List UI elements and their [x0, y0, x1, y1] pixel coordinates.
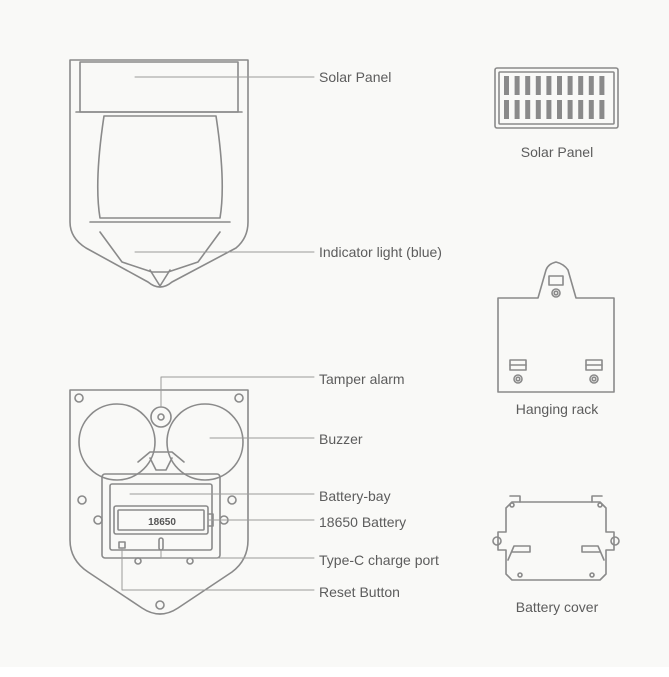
solar-cell [514, 76, 520, 95]
solar-cell [557, 76, 562, 95]
solar-cell [588, 76, 594, 95]
solar-cell [504, 100, 509, 119]
label-reset-button: Reset Button [319, 584, 400, 600]
solar-cell [567, 76, 573, 95]
solar-cell [578, 76, 584, 95]
label-battery-bay: Battery-bay [319, 488, 391, 504]
solar-cell [588, 100, 594, 119]
solar-cell [525, 100, 531, 119]
cover-latch-right [581, 545, 605, 561]
solar-panel-detail [494, 67, 619, 129]
solar-cell [535, 100, 541, 119]
solar-cell [599, 100, 605, 119]
reset-button [118, 541, 126, 549]
cover-latch-left [507, 545, 531, 561]
caption-hanging-rack: Hanging rack [515, 401, 599, 417]
label-18650-battery: 18650 Battery [319, 514, 407, 530]
tamper-switch [150, 406, 172, 428]
leader-lines [121, 76, 315, 591]
typec-port [158, 537, 164, 551]
device-back-view: 18650 [69, 389, 249, 615]
caption-battery-cover: Battery cover [515, 599, 599, 615]
solar-cell [514, 100, 520, 119]
battery-cover-detail [492, 495, 620, 581]
label-tamper-alarm: Tamper alarm [319, 371, 405, 387]
device-front-view [69, 59, 249, 288]
buzzer-speaker-right [166, 403, 244, 481]
solar-cell [504, 76, 509, 95]
hanging-rack-detail [497, 261, 615, 393]
solar-cell [525, 76, 531, 95]
solar-cell [567, 100, 573, 119]
solar-cell [599, 76, 605, 95]
solar-cell [557, 100, 562, 119]
solar-cell [546, 100, 552, 119]
label-indicator-light: Indicator light (blue) [319, 244, 442, 260]
solar-panel-area [79, 61, 239, 113]
caption-solar-panel: Solar Panel [520, 144, 594, 160]
battery-text: 18650 [148, 517, 176, 528]
solar-cell [546, 76, 552, 95]
label-buzzer: Buzzer [319, 431, 363, 447]
label-typec-port: Type-C charge port [319, 552, 439, 568]
solar-cell [578, 100, 584, 119]
buzzer-speaker-left [78, 403, 156, 481]
label-solar-panel: Solar Panel [319, 69, 392, 85]
solar-cell [535, 76, 541, 95]
